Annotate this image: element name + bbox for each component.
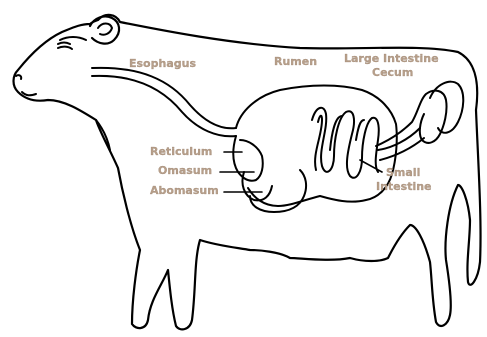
reticulum-outline xyxy=(233,136,263,181)
label-small-intestine-line2: Intestine xyxy=(376,181,432,193)
esophagus-line-lower xyxy=(92,76,236,136)
label-omasum: Omasum xyxy=(158,165,212,177)
label-rumen: Rumen xyxy=(274,56,317,68)
cow-eye xyxy=(58,47,72,49)
label-small-intestine-line1: Small xyxy=(386,167,420,179)
omasum-outline xyxy=(242,172,272,200)
label-abomasum: Abomasum xyxy=(150,185,219,197)
label-reticulum: Reticulum xyxy=(150,146,212,158)
leader-small-intestine xyxy=(360,160,382,172)
label-esophagus: Esophagus xyxy=(129,58,196,70)
cow-neck-fold xyxy=(60,37,86,40)
cow-ear-outline xyxy=(90,16,119,43)
large-intestine-outline xyxy=(376,91,447,146)
cow-brow xyxy=(58,43,70,45)
cow-mouth xyxy=(22,92,36,95)
cow-ear-inner xyxy=(98,24,112,35)
label-cecum: Cecum xyxy=(372,67,413,79)
cow-nostril xyxy=(16,75,21,79)
label-large-intestine: Large Intestine xyxy=(344,53,439,65)
